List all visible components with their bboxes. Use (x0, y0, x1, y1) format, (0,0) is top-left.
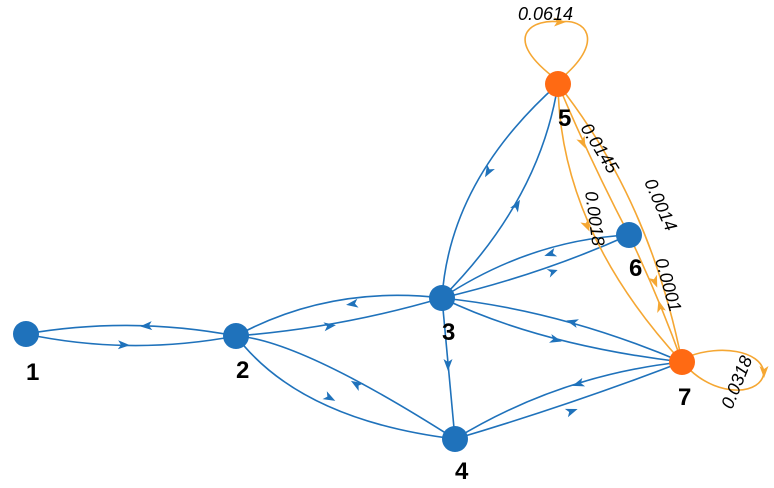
arrow-7-5 (657, 300, 666, 313)
edge-7-5 (557, 83, 683, 363)
arrow-2-3 (323, 322, 336, 332)
node-2 (223, 323, 249, 349)
node-7 (669, 349, 695, 375)
edge-label-7-5: 0.0014 (640, 175, 681, 233)
node-label-3: 3 (442, 319, 455, 346)
node-1 (13, 321, 39, 347)
self-loop-5 (524, 20, 589, 77)
arrow-6-7 (648, 274, 658, 288)
edge-2-4 (235, 335, 456, 440)
blue-edges (25, 83, 683, 440)
edge-5-6 (557, 83, 630, 236)
orange-edges (524, 20, 765, 391)
edge-2-3 (235, 297, 443, 337)
node-label-2: 2 (236, 357, 249, 384)
edge-5-7-inner (557, 83, 683, 363)
node-5 (545, 71, 571, 97)
edge-4-7 (454, 361, 683, 440)
arrow-7-3 (566, 319, 579, 328)
arrow-3-7 (549, 334, 562, 343)
edge-4-2 (235, 335, 456, 440)
arrow-3-6 (546, 269, 558, 278)
node-label-5: 5 (558, 105, 571, 132)
edge-6-3 (441, 234, 630, 299)
arrow-3-2 (346, 298, 359, 308)
edge-3-6 (441, 234, 630, 299)
arrow-5-6 (576, 135, 586, 149)
node-6 (616, 222, 642, 248)
edge-label-5-7: 0.0018 (581, 190, 608, 247)
arrowheads (117, 17, 769, 418)
node-label-6: 6 (629, 255, 642, 282)
arrow-6-3 (544, 247, 558, 257)
edge-label-self-5: 0.0614 (518, 4, 573, 24)
edge-3-5 (441, 83, 559, 299)
arrow-3-5 (510, 199, 520, 213)
edge-2-1 (25, 324, 237, 337)
arrow-7-4 (572, 377, 586, 387)
node-labels: 1 2 3 4 5 6 7 (26, 105, 691, 485)
arrow-self-7 (759, 366, 769, 378)
edge-3-2 (235, 294, 443, 337)
arrow-5-7 (580, 218, 590, 232)
arrow-1-2 (117, 340, 130, 350)
node-label-1: 1 (26, 359, 39, 386)
node-4 (442, 426, 468, 452)
edge-7-3 (441, 297, 683, 363)
edge-6-7 (628, 234, 683, 363)
arrow-3-4 (443, 359, 453, 371)
edge-label-self-7: 0.0318 (717, 353, 756, 412)
arrow-self-5 (554, 17, 566, 27)
arrow-2-1 (140, 321, 153, 331)
node-label-4: 4 (455, 458, 469, 485)
node-label-7: 7 (678, 384, 691, 411)
nodes (13, 71, 695, 452)
edge-5-3 (441, 83, 559, 299)
arrow-5-3 (485, 164, 495, 178)
arrow-2-4 (322, 391, 336, 401)
edge-1-2 (25, 333, 237, 347)
edge-7-4 (454, 361, 683, 440)
edge-label-5-6: 0.0145 (577, 120, 624, 178)
node-3 (429, 285, 455, 311)
arrow-4-2 (350, 380, 364, 391)
edge-3-7 (441, 297, 683, 363)
arrow-4-7 (564, 408, 578, 418)
